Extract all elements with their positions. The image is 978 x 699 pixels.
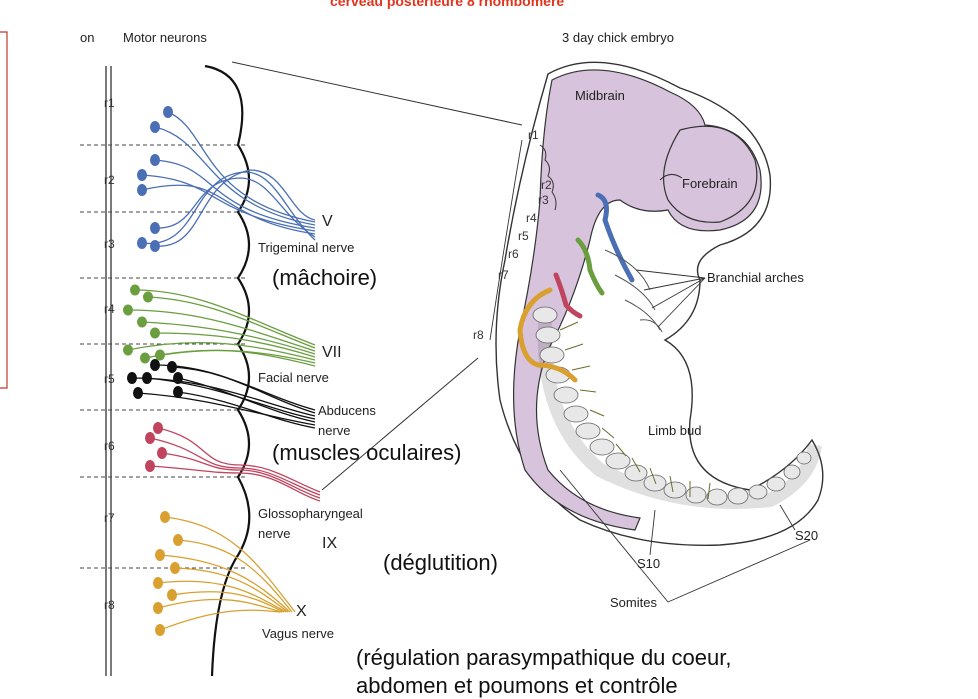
s10-label: S10	[637, 556, 661, 571]
motor-neurons-header: Motor neurons	[123, 30, 207, 45]
hindbrain-outline	[204, 64, 251, 677]
glossopharyngeal-neurons	[149, 427, 321, 502]
embryo-rhombomere-label: r5	[518, 229, 529, 243]
glossopharyngeal-label-line1: Glossopharyngeal	[258, 506, 363, 521]
forebrain-label: Forebrain	[682, 176, 738, 191]
page-title: cerveau postérieure 8 rhombomère	[330, 0, 565, 9]
midbrain-label: Midbrain	[575, 88, 625, 103]
embryo-header: 3 day chick embryo	[562, 30, 674, 45]
somites-label: Somites	[610, 595, 657, 610]
left-frame	[0, 31, 8, 389]
trigeminal-neurons	[141, 111, 316, 247]
branchial-arches-label: Branchial arches	[707, 270, 804, 285]
rhombomere-label: r4	[104, 302, 115, 316]
trigeminal-numeral: V	[322, 213, 333, 230]
swallowing-annotation: (déglutition)	[383, 550, 498, 575]
embryo-rhombomere-label: r1	[528, 128, 539, 142]
embryo-rhombomere-label: r8	[473, 328, 484, 342]
vagus-nerve-label: Vagus nerve	[262, 626, 335, 641]
embryo-rhombomere-label: r2	[541, 178, 552, 192]
embryo-rhombomere-label: r4	[526, 211, 537, 225]
vagus-numeral: X	[296, 603, 307, 620]
limb-bud-label: Limb bud	[648, 423, 702, 438]
abducens-neurons	[131, 364, 316, 429]
abducens-label-line2: nerve	[318, 423, 351, 438]
rhombomere-label: r1	[104, 96, 115, 110]
trigeminal-nerve-label: Trigeminal nerve	[258, 240, 355, 255]
embryo-rhombomere-label: r6	[508, 247, 519, 261]
rhombomere-label: r7	[104, 511, 115, 525]
facial-numeral: VII	[322, 344, 342, 361]
vagus-neurons	[157, 516, 296, 631]
vagus-annotation-line1: (régulation parasympathique du coeur,	[356, 645, 732, 670]
chick-embryo	[489, 61, 824, 603]
facial-neurons	[127, 289, 316, 367]
column-header-partial: on	[80, 30, 95, 45]
abducens-label-line1: Abducens	[318, 403, 376, 418]
rhombomere-label: r2	[104, 173, 115, 187]
vagus-annotation-line2: abdomen et poumons et contrôle	[356, 673, 678, 698]
s20-label: S20	[795, 528, 819, 543]
rhombomere-label: r6	[104, 439, 115, 453]
rhombomere-label: r8	[104, 598, 115, 612]
facial-nerve-label: Facial nerve	[258, 370, 329, 385]
eye-muscles-annotation: (muscles oculaires)	[272, 440, 462, 465]
embryo-rhombomere-label: r3	[538, 193, 549, 207]
rhombomere-label: r5	[104, 372, 115, 386]
glossopharyngeal-label-line2: nerve	[258, 526, 291, 541]
embryo-rhombomere-label: r7	[498, 268, 509, 282]
rhombomere-label: r3	[104, 237, 115, 251]
jaw-annotation: (mâchoire)	[272, 265, 378, 290]
glossopharyngeal-numeral: IX	[322, 535, 338, 552]
